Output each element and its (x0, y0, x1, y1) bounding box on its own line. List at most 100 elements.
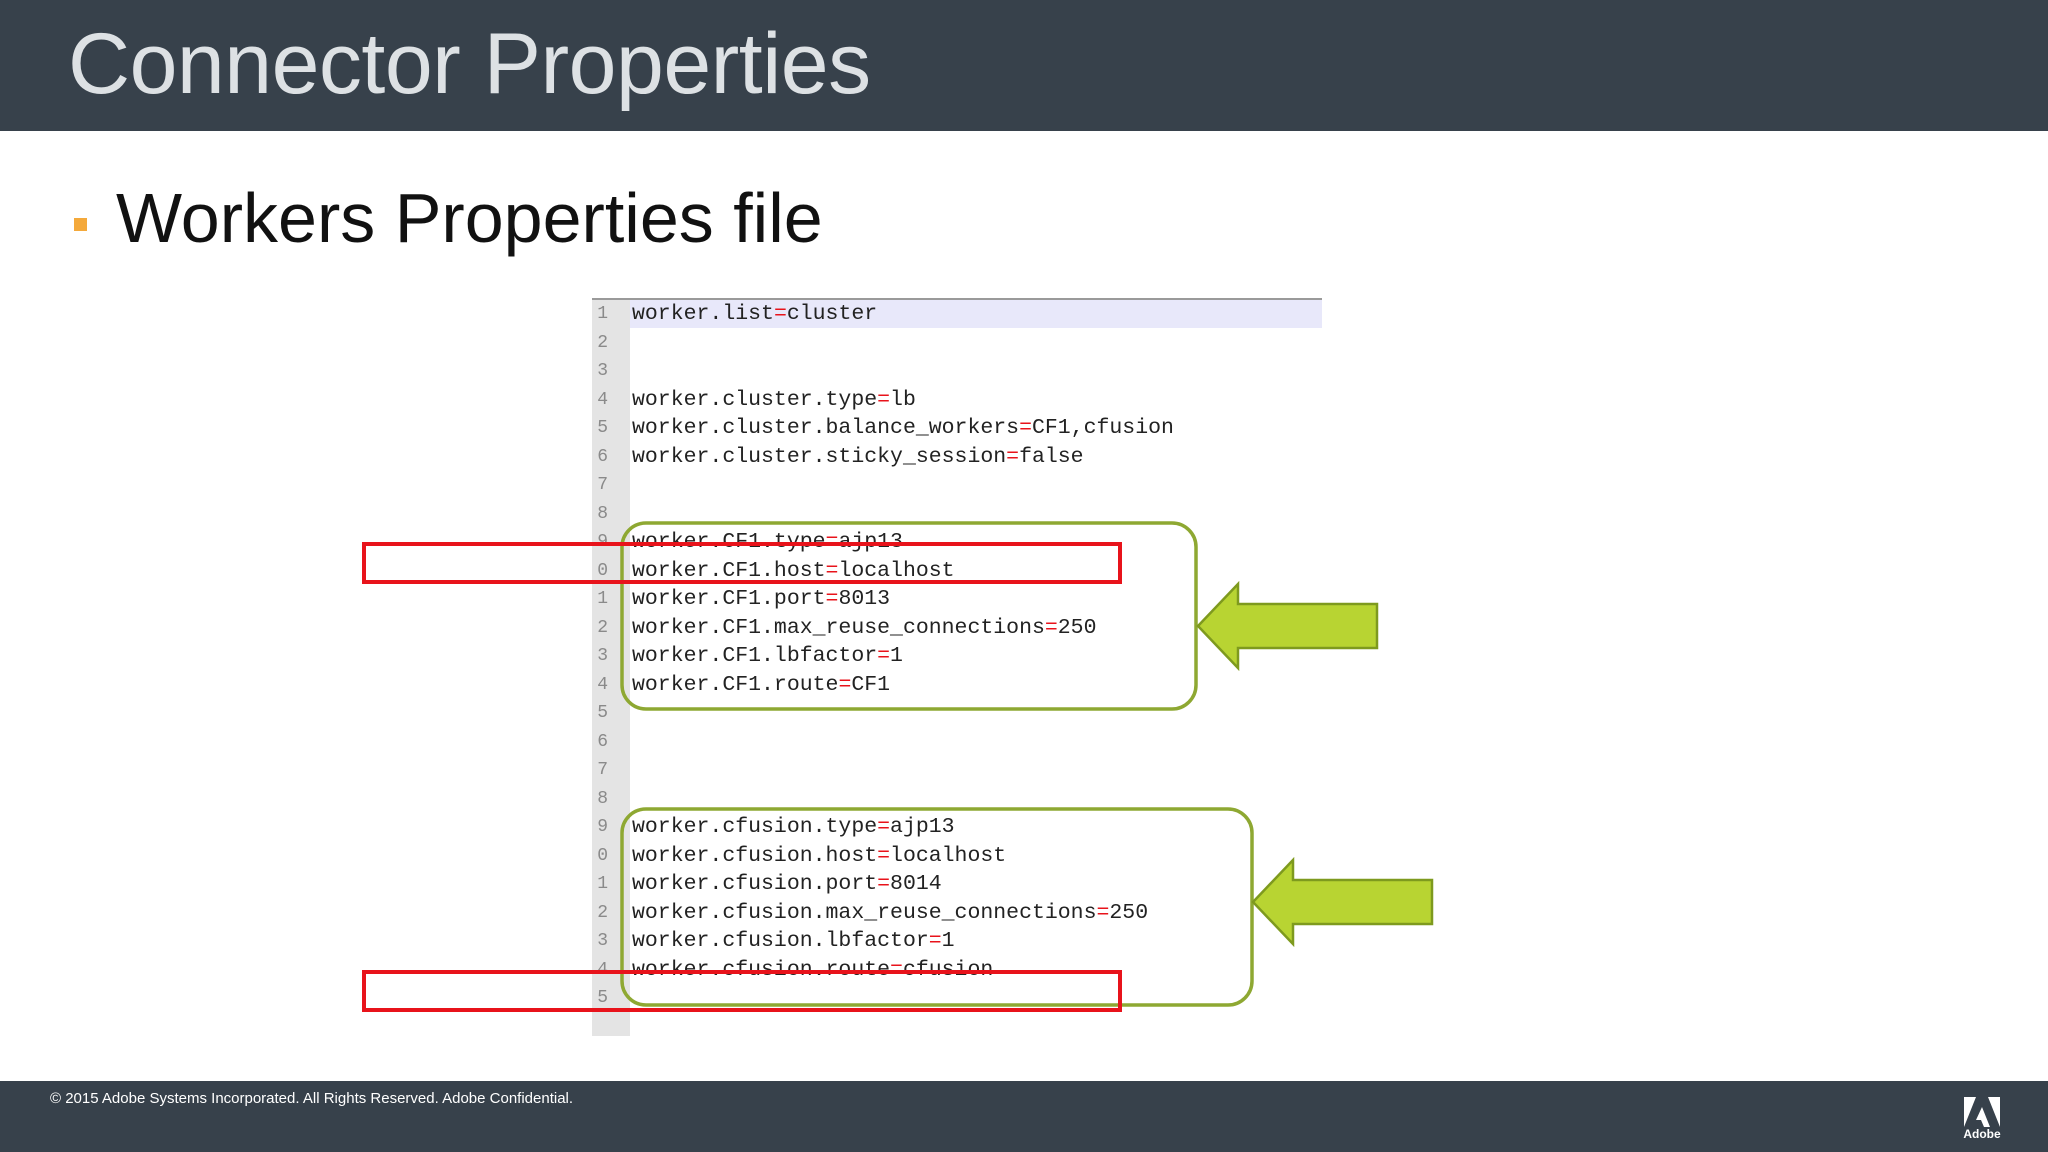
code-line: 0 worker.CF1.host=localhost (592, 557, 1322, 586)
equals-sign: = (1006, 444, 1020, 469)
code-line: 4 worker.cfusion.route=cfusion (592, 956, 1322, 985)
property-key: worker.cluster.type (632, 387, 878, 412)
footer-bar (0, 1081, 2048, 1152)
code-line: 1 worker.CF1.port=8013 (592, 585, 1322, 614)
property-key: worker.CF1.lbfactor (632, 644, 878, 668)
line-number: 3 (597, 646, 608, 666)
code-line: 8 (592, 785, 1322, 814)
property-value: localhost (838, 558, 955, 583)
code-text: worker.CF1.port=8013 (632, 585, 890, 614)
code-line: 9 worker.cfusion.type=ajp13 (592, 813, 1322, 842)
property-value: false (1019, 444, 1084, 469)
code-line: 6 (592, 728, 1322, 757)
property-key: worker.list (632, 302, 774, 326)
property-key: worker.cfusion.port (632, 872, 878, 896)
code-line: 3 worker.CF1.lbfactor=1 (592, 642, 1322, 671)
property-key: worker.CF1.type (632, 530, 826, 554)
equals-sign: = (1096, 900, 1110, 925)
line-number: 0 (597, 560, 608, 581)
code-text: worker.cfusion.max_reuse_connections=250 (632, 899, 1148, 928)
property-value: cluster (786, 302, 878, 326)
line-number: 2 (597, 902, 608, 923)
property-value: 8014 (890, 872, 942, 896)
bullet-marker (74, 218, 87, 231)
code-text: worker.cfusion.type=ajp13 (632, 813, 955, 842)
equals-sign: = (825, 558, 839, 583)
adobe-logo-label: Adobe (1963, 1127, 2001, 1141)
property-key: worker.cfusion.max_reuse_connections (632, 900, 1097, 925)
code-text: worker.cfusion.port=8014 (632, 870, 942, 899)
line-number: 7 (597, 475, 608, 495)
equals-sign: = (877, 843, 891, 868)
property-value: 8013 (838, 587, 891, 611)
code-text: worker.cluster.type=lb (632, 386, 916, 415)
code-text: worker.CF1.type=ajp13 (632, 528, 903, 557)
line-number: 5 (597, 988, 608, 1008)
equals-sign: = (1044, 615, 1058, 640)
line-number: 4 (597, 959, 608, 980)
line-number: 7 (597, 760, 608, 780)
property-value: cfusion (902, 957, 994, 982)
code-line: 2 (592, 329, 1322, 358)
code-text: worker.CF1.host=localhost (632, 557, 955, 586)
line-number: 9 (597, 532, 608, 552)
equals-sign: = (825, 530, 839, 554)
equals-sign: = (877, 815, 891, 839)
current-line-highlight (630, 300, 1322, 328)
code-line: 8 (592, 500, 1322, 529)
line-number: 6 (597, 446, 608, 467)
equals-sign: = (825, 587, 839, 611)
code-text: worker.list=cluster (632, 300, 877, 329)
line-number: 2 (597, 332, 608, 353)
code-text: worker.CF1.max_reuse_connections=250 (632, 614, 1097, 643)
code-line: 6 worker.cluster.sticky_session=false (592, 443, 1322, 472)
code-line: 5 (592, 699, 1322, 728)
code-line: 1 worker.cfusion.port=8014 (592, 870, 1322, 899)
line-number: 9 (597, 817, 608, 837)
line-number: 5 (597, 703, 608, 723)
property-key: worker.cluster.sticky_session (632, 444, 1007, 469)
bullet-text: Workers Properties file (116, 179, 823, 257)
property-value: localhost (890, 843, 1007, 868)
property-value: 1 (890, 644, 903, 668)
property-key: worker.cfusion.lbfactor (632, 929, 929, 953)
equals-sign: = (877, 644, 891, 668)
code-text: worker.cfusion.route=cfusion (632, 956, 993, 985)
line-number: 2 (597, 617, 608, 638)
line-number: 4 (597, 674, 608, 695)
property-key: worker.cfusion.type (632, 815, 878, 839)
line-number: 6 (597, 731, 608, 752)
code-line: 2 worker.cfusion.max_reuse_connections=25… (592, 899, 1322, 928)
property-value: CF1 (851, 672, 891, 697)
code-line: 3 (592, 357, 1322, 386)
copyright-text: © 2015 Adobe Systems Incorporated. All R… (50, 1090, 574, 1107)
code-text: worker.cluster.balance_workers=CF1,cfusi… (632, 414, 1174, 443)
line-number: 0 (597, 845, 608, 866)
equals-sign: = (838, 672, 852, 697)
property-key: worker.cluster.balance_workers (632, 416, 1020, 440)
code-text: worker.CF1.route=CF1 (632, 671, 890, 700)
property-value: lb (890, 387, 916, 412)
property-value: ajp13 (838, 530, 903, 554)
equals-sign: = (877, 872, 891, 896)
code-text: worker.CF1.lbfactor=1 (632, 642, 903, 671)
editor-top-border (592, 298, 1322, 300)
property-value: 250 (1109, 900, 1149, 925)
property-value: 250 (1057, 615, 1097, 640)
code-text: worker.cfusion.lbfactor=1 (632, 927, 955, 956)
line-number: 1 (597, 874, 608, 894)
line-number: 8 (597, 788, 608, 809)
equals-sign: = (877, 387, 891, 412)
equals-sign: = (1019, 416, 1032, 440)
equals-sign: = (890, 957, 903, 982)
equals-sign: = (928, 929, 942, 953)
property-key: worker.CF1.host (632, 558, 826, 583)
line-number: 1 (597, 589, 608, 609)
property-key: worker.CF1.max_reuse_connections (632, 615, 1045, 640)
